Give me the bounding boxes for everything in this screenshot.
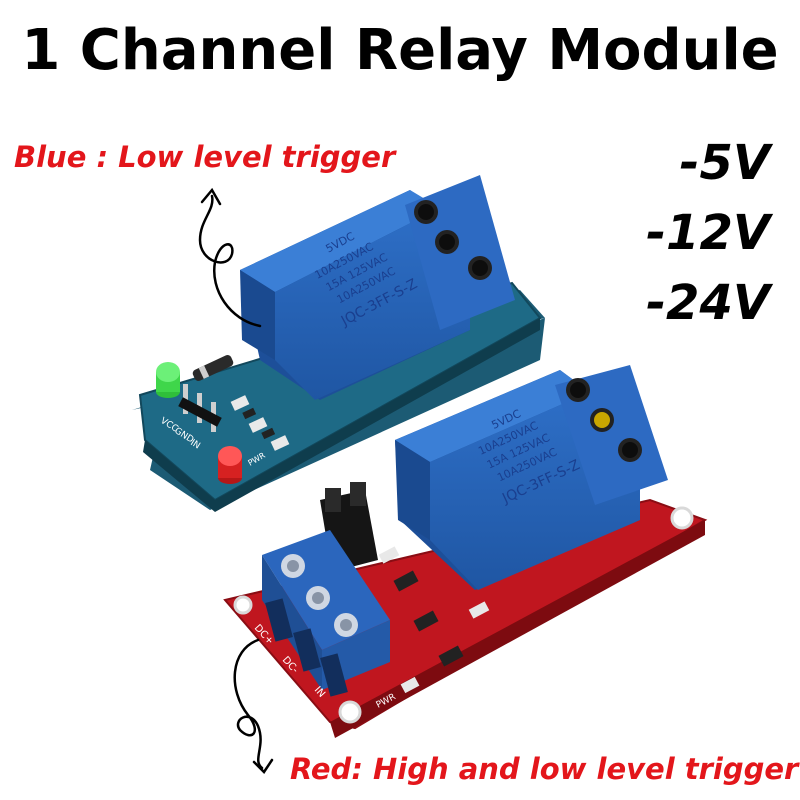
red-relay-terminals <box>555 365 668 505</box>
green-led <box>156 362 180 398</box>
red-screw-terminal <box>262 530 390 697</box>
mount-hole-3 <box>233 595 253 615</box>
red-arrow-doodle <box>233 638 274 774</box>
red-trigger-label: Red: High and low level trigger <box>290 752 799 786</box>
mount-hole-2 <box>338 700 362 724</box>
blue-pin-in: IN <box>188 438 201 451</box>
red-relay-module: 5VDC 10A250VAC 15A 125VAC 10A250VAC JQC-… <box>223 365 708 738</box>
voltage-5v: -5V <box>679 135 770 191</box>
blue-relay-terminals <box>405 175 515 330</box>
blue-relay-module: VCC GND IN PWR 5VDC 10A250VAC 15A 125VAC… <box>132 175 545 512</box>
blue-header-pins <box>178 384 222 432</box>
blue-trigger-label: Blue : Low level trigger <box>14 140 396 174</box>
voltage-24v: -24V <box>646 275 770 331</box>
mount-hole-1 <box>670 506 694 530</box>
voltage-12v: -12V <box>646 205 770 261</box>
voltage-list: -5V -12V -24V <box>640 128 790 338</box>
page-title: 1 Channel Relay Module <box>21 18 779 83</box>
red-led <box>218 446 242 484</box>
blue-arrow-doodle <box>198 187 262 328</box>
